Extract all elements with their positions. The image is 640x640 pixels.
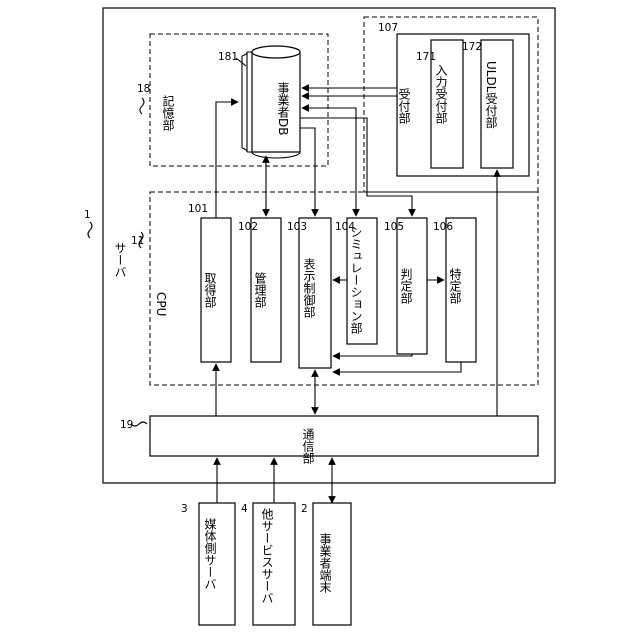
simulation-unit-ref: 104 (335, 221, 355, 233)
display-control-unit-label: 表示制御部 (302, 258, 316, 318)
identification-unit-ref: 106 (433, 221, 453, 233)
management-unit-label: 管理部 (253, 271, 267, 308)
simulation-unit-label: シミュレーション部 (349, 226, 363, 334)
management-unit-ref: 102 (238, 221, 258, 233)
media-server-ref: 3 (181, 503, 188, 515)
input-reception-ref: 171 (416, 51, 436, 63)
identification-unit-label: 特定部 (448, 267, 462, 304)
reception-label: 受付部 (397, 88, 411, 124)
storage-label: 記憶部 (161, 94, 175, 131)
media-server-label: 媒体側サーバ (203, 518, 217, 590)
judgment-unit-label: 判定部 (399, 268, 413, 304)
communication-unit-box (150, 416, 538, 456)
input-reception-label: 入力受付部 (434, 64, 448, 124)
server-label: サーバ (113, 242, 127, 278)
display-control-unit-ref: 103 (287, 221, 307, 233)
communication-unit-label: 通信部 (301, 428, 315, 464)
reception-ref: 107 (378, 22, 398, 34)
db-ref: 181 (218, 51, 238, 63)
operator-terminal-label: 事業者端末 (318, 533, 332, 593)
judgment-unit-ref: 105 (384, 221, 404, 233)
uldl-reception-label: ULDL受付部 (484, 61, 498, 128)
acquisition-unit-ref: 101 (188, 203, 208, 215)
server-ref-leader (88, 222, 92, 238)
cpu-label: CPU (154, 292, 168, 316)
uldl-reception-ref: 172 (462, 41, 482, 53)
other-service-server-ref: 4 (241, 503, 248, 515)
operator-terminal-ref: 2 (301, 503, 308, 515)
server-ref: 1 (84, 209, 91, 221)
other-service-server-label: 他サービスサーバ (260, 508, 274, 604)
acquisition-unit-label: 取得部 (203, 272, 217, 308)
storage-ref: 18 (137, 83, 150, 95)
db-label: 事業者DB (276, 82, 290, 136)
